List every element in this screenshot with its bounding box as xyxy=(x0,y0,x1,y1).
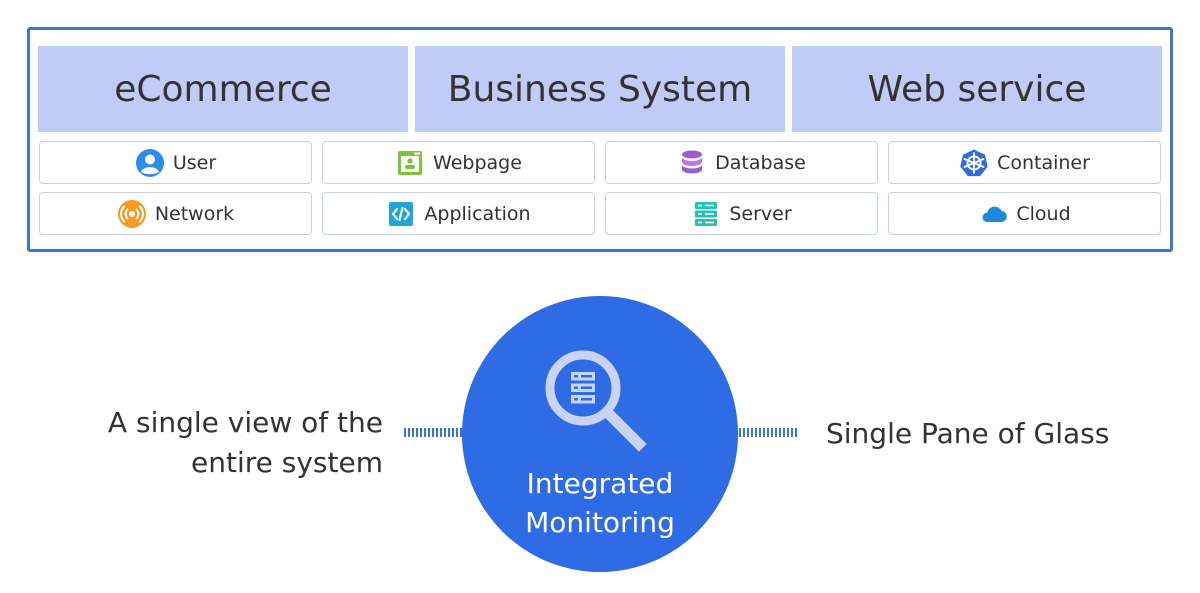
server-icon xyxy=(691,199,721,229)
dotted-connector-right xyxy=(739,428,797,437)
systems-panel: eCommerce Business System Web service Us… xyxy=(27,27,1173,252)
right-caption: Single Pane of Glass xyxy=(826,417,1110,450)
webpage-icon xyxy=(395,148,425,178)
item-application: Application xyxy=(322,192,595,235)
center-label-line1: Integrated xyxy=(526,467,674,500)
item-label: User xyxy=(172,151,217,174)
left-caption-line1: A single view of the xyxy=(107,406,383,439)
database-icon xyxy=(677,148,707,178)
network-icon xyxy=(117,199,147,229)
item-label: Server xyxy=(729,202,792,225)
center-label-line2: Monitoring xyxy=(525,506,675,539)
item-server: Server xyxy=(605,192,878,235)
category-web-service: Web service xyxy=(792,46,1162,132)
item-cloud: Cloud xyxy=(888,192,1161,235)
item-label: Webpage xyxy=(433,151,522,174)
item-label: Database xyxy=(715,151,806,174)
magnifier-server-icon xyxy=(545,350,647,452)
item-container: Container xyxy=(888,141,1161,184)
cloud-icon xyxy=(978,199,1008,229)
kubernetes-icon xyxy=(959,148,989,178)
item-webpage: Webpage xyxy=(322,141,595,184)
item-database: Database xyxy=(605,141,878,184)
integrated-monitoring-circle: Integrated Monitoring xyxy=(462,296,738,572)
item-label: Application xyxy=(424,202,531,225)
category-business-system: Business System xyxy=(415,46,785,132)
item-label: Cloud xyxy=(1016,202,1071,225)
item-network: Network xyxy=(39,192,312,235)
code-icon xyxy=(386,199,416,229)
left-caption-line2: entire system xyxy=(191,446,383,479)
user-icon xyxy=(135,148,165,178)
left-caption: A single view of the entire system xyxy=(60,403,383,483)
dotted-connector-left xyxy=(404,428,462,437)
category-ecommerce: eCommerce xyxy=(38,46,408,132)
item-user: User xyxy=(39,141,312,184)
item-label: Container xyxy=(997,151,1090,174)
item-label: Network xyxy=(154,202,235,225)
center-label: Integrated Monitoring xyxy=(462,464,738,542)
